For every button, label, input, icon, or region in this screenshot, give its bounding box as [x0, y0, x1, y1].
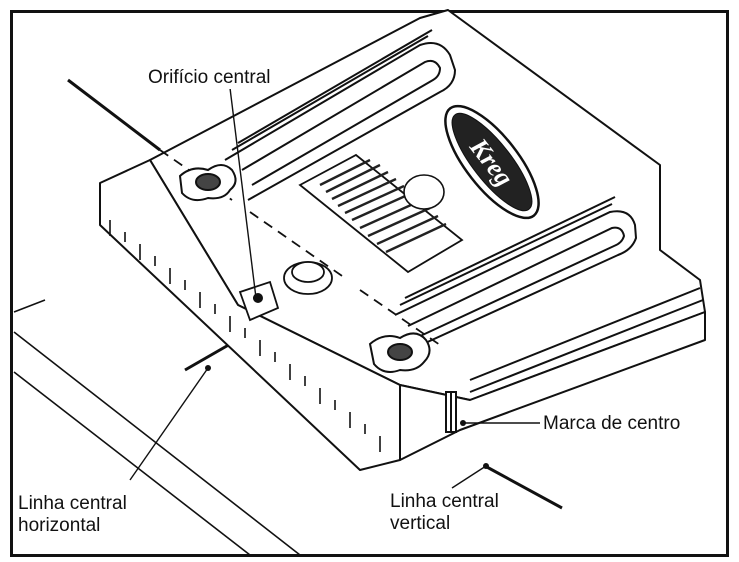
upper-wing-knob — [178, 164, 237, 202]
label-horizontal-line-1: Linha central — [16, 492, 129, 515]
leader-center-hole — [229, 87, 257, 299]
front-ruler-scale — [109, 220, 381, 452]
label-center-mark: Marca de centro — [541, 412, 683, 435]
leader-vertical-line — [451, 465, 487, 489]
center-hole-boss — [283, 261, 333, 295]
center-mark-notch — [445, 391, 457, 433]
leader-dots — [205, 295, 489, 469]
upper-slot-rail — [224, 29, 457, 201]
lower-wing-knob — [368, 332, 431, 373]
lower-slot-rail — [394, 196, 704, 393]
instruction-plate — [298, 153, 464, 274]
leader-horizontal-line — [129, 367, 209, 481]
horizontal-center-line — [67, 78, 233, 372]
figure-border — [10, 10, 729, 557]
label-center-hole: Orifício central — [146, 66, 273, 89]
workpiece-board — [13, 299, 301, 556]
label-vertical-line-2: vertical — [388, 512, 453, 535]
label-horizontal-line-2: horizontal — [16, 514, 103, 537]
vertical-center-line — [484, 464, 563, 510]
label-vertical-line-1: Linha central — [388, 490, 501, 513]
kreg-logo: Kreg — [444, 104, 540, 220]
leader-lines — [129, 87, 540, 489]
